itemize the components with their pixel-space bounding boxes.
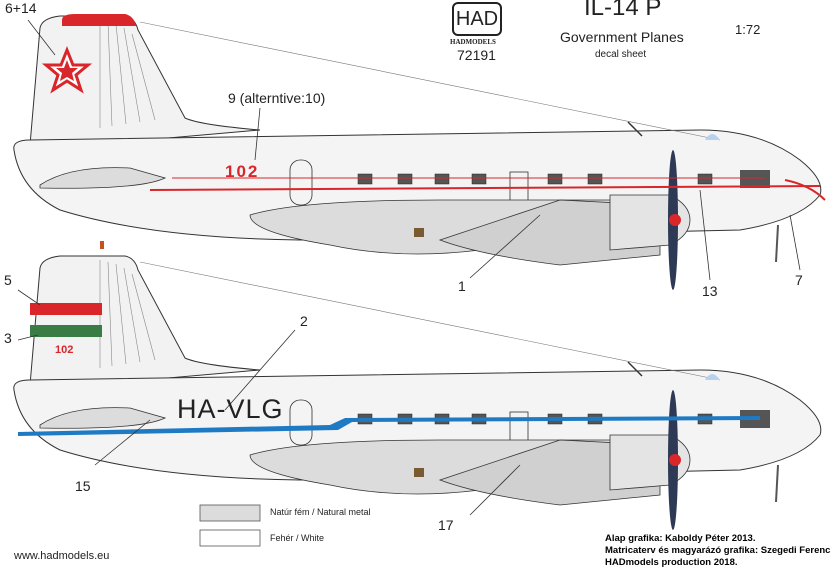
page-title: IL-14 P bbox=[584, 0, 662, 21]
callout-lines bbox=[17, 19, 801, 516]
legend-label-white: Fehér / White bbox=[270, 533, 325, 543]
brand-name: HADMODELS bbox=[450, 38, 496, 46]
fuselage-number: 102 bbox=[225, 162, 260, 181]
credit-line: Alap grafika: Kaboldy Péter 2013. bbox=[605, 533, 756, 544]
legend-label-natural-metal: Natúr fém / Natural metal bbox=[270, 507, 371, 517]
credit-line: HADmodels production 2018. bbox=[605, 557, 738, 568]
tail-number-label: 6+14 bbox=[5, 0, 37, 16]
callout-1: 1 bbox=[458, 278, 466, 294]
website-link[interactable]: www.hadmodels.eu bbox=[14, 550, 110, 562]
callout-5: 5 bbox=[4, 272, 12, 288]
callout-13: 13 bbox=[702, 283, 718, 299]
blue-cheatline bbox=[18, 416, 760, 436]
subtitle: Government Planes bbox=[560, 29, 684, 45]
callout-7: 7 bbox=[795, 272, 803, 288]
legend-swatch-white bbox=[199, 529, 261, 547]
credit-line: Matricaterv és magyarázó grafika: Szeged… bbox=[605, 545, 831, 556]
callout-15: 15 bbox=[75, 478, 91, 494]
credits: Alap grafika: Kaboldy Péter 2013. Matric… bbox=[605, 533, 830, 569]
catalog-number: 72191 bbox=[457, 47, 496, 63]
red-star-icon bbox=[41, 45, 93, 94]
registration-mark: HA-VLG bbox=[177, 394, 284, 424]
red-cheatline bbox=[149, 185, 821, 191]
callout-3: 3 bbox=[4, 330, 12, 346]
red-fin-flag-band bbox=[30, 303, 102, 315]
scale-label: 1:72 bbox=[735, 22, 761, 37]
callout-9: 9 (alterntive:10) bbox=[228, 90, 326, 106]
bottom-aircraft-profile bbox=[12, 241, 822, 531]
callout-2: 2 bbox=[300, 313, 308, 329]
had-logo: HAD bbox=[452, 2, 502, 36]
legend-swatch-natural-metal bbox=[199, 504, 261, 522]
callout-17: 17 bbox=[438, 517, 454, 533]
top-aircraft-profile bbox=[12, 14, 826, 291]
sheet-type: decal sheet bbox=[595, 49, 647, 60]
red-tail-tip bbox=[62, 14, 136, 26]
fin-number: 102 bbox=[55, 344, 74, 356]
green-fin-flag-band bbox=[30, 325, 102, 337]
